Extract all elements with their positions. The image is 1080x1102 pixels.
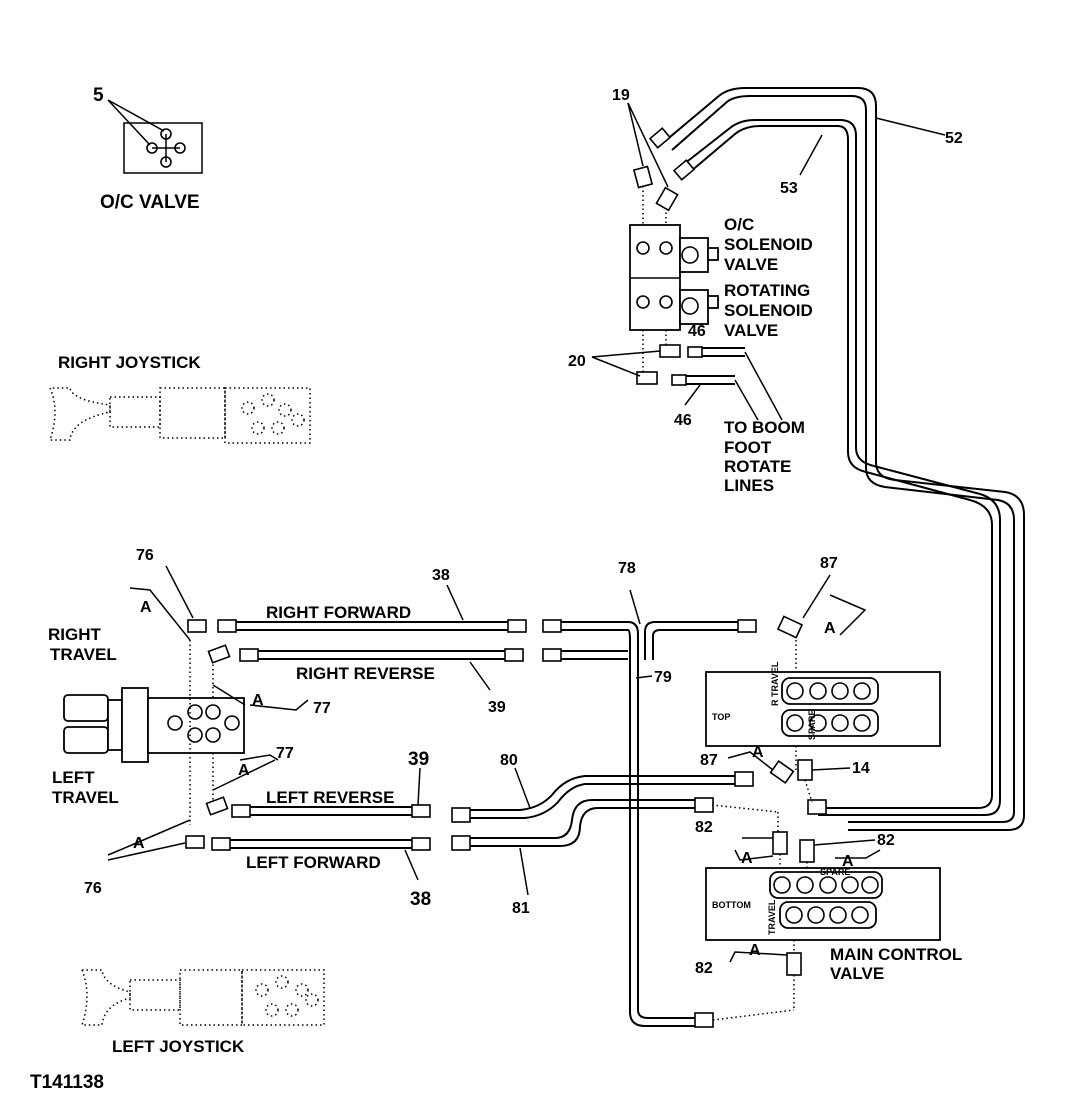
callout-77-top: 77 — [313, 700, 331, 717]
main-control-valve-bottom — [705, 867, 941, 941]
hose-39-left-reverse — [231, 767, 431, 818]
right-travel-line2: TRAVEL — [50, 645, 117, 664]
callout-46-top: 46 — [688, 323, 706, 340]
callout-39-top: 39 — [488, 699, 506, 716]
a-77-bottom: A — [238, 762, 250, 779]
callout-87-top: 87 — [820, 555, 838, 572]
hose-38-left-forward — [211, 837, 431, 881]
fittings-87-14 — [585, 751, 851, 815]
callout-77-bottom: 77 — [276, 745, 294, 762]
fittings-19 — [627, 102, 679, 225]
a-82-left: A — [741, 850, 753, 867]
right-forward-label: RIGHT FORWARD — [266, 603, 411, 622]
right-travel-line1: RIGHT — [48, 625, 102, 644]
callout-53: 53 — [780, 180, 798, 197]
callout-82-bottom: 82 — [695, 960, 713, 977]
callout-52: 52 — [945, 130, 963, 147]
a-76-top: A — [140, 599, 152, 616]
bottom-label: BOTTOM — [712, 900, 751, 910]
spare-label-bottom: SPARE — [820, 867, 850, 877]
fittings-82 — [712, 831, 881, 1021]
hose-39-right-reverse — [239, 648, 524, 691]
left-travel-line1: LEFT — [52, 768, 95, 787]
a-87-bottom: A — [752, 744, 764, 761]
left-travel-line2: TRAVEL — [52, 788, 119, 807]
oc-valve-label: O/C VALVE — [100, 192, 200, 213]
a-82-bottom: A — [749, 942, 761, 959]
callout-46-bottom: 46 — [674, 412, 692, 429]
callout-39-bottom: 39 — [408, 749, 429, 770]
travel-label: TRAVEL — [767, 899, 777, 935]
callout-82-left: 82 — [695, 819, 713, 836]
callout-38-top: 38 — [432, 567, 450, 584]
solenoid-valve-block — [629, 224, 719, 331]
figure-id: T141138 — [30, 1072, 104, 1093]
fittings-76-77 — [107, 565, 309, 861]
fittings-20 — [591, 330, 681, 385]
spare-label-top: SPARE — [807, 710, 817, 740]
callout-82-right: 82 — [877, 832, 895, 849]
callout-14: 14 — [852, 760, 870, 777]
main-control-valve-top — [705, 671, 941, 770]
fitting-87-top — [776, 574, 867, 672]
to-boom-line2: FOOT — [724, 438, 772, 457]
a-77-top: A — [252, 692, 264, 709]
callout-80: 80 — [500, 752, 518, 769]
callout-5: 5 — [93, 85, 104, 106]
callout-87-bottom: 87 — [700, 752, 718, 769]
callout-76-top: 76 — [136, 547, 154, 564]
callout-19: 19 — [612, 87, 630, 104]
callout-20: 20 — [568, 353, 586, 370]
oc-solenoid-line3: VALVE — [724, 255, 778, 274]
rotating-solenoid-line1: ROTATING — [724, 281, 810, 300]
hose-38-right-forward — [217, 584, 527, 633]
callout-76-bottom: 76 — [84, 880, 102, 897]
rotating-solenoid-line2: SOLENOID — [724, 301, 813, 320]
right-joystick-symbol — [48, 387, 311, 444]
hose-78 — [542, 589, 757, 1028]
rotating-solenoid-line3: VALVE — [724, 321, 778, 340]
a-82-right: A — [842, 853, 854, 870]
right-joystick-label: RIGHT JOYSTICK — [58, 353, 201, 372]
oc-solenoid-line2: SOLENOID — [724, 235, 813, 254]
main-control-line2: VALVE — [830, 964, 884, 983]
hose-52 — [648, 87, 1025, 831]
a-76-bottom: A — [133, 835, 145, 852]
left-reverse-label: LEFT REVERSE — [266, 788, 394, 807]
hose-79 — [542, 648, 653, 679]
to-boom-line4: LINES — [724, 476, 774, 495]
travel-pedal-valve — [63, 640, 245, 825]
hose-80 — [451, 767, 586, 823]
callout-38-bottom: 38 — [410, 889, 431, 910]
left-joystick-symbol — [80, 969, 325, 1026]
left-joystick-label: LEFT JOYSTICK — [112, 1037, 245, 1056]
to-boom-line3: ROTATE — [724, 457, 791, 476]
callout-81: 81 — [512, 900, 530, 917]
left-forward-label: LEFT FORWARD — [246, 853, 381, 872]
right-reverse-label: RIGHT REVERSE — [296, 664, 435, 683]
top-label: TOP — [712, 712, 730, 722]
callout-79: 79 — [654, 669, 672, 686]
hoses-46 — [671, 346, 783, 421]
oc-solenoid-line1: O/C — [724, 215, 754, 234]
hose-53 — [672, 119, 1001, 816]
r-travel-label: R TRAVEL — [770, 661, 780, 706]
main-control-line1: MAIN CONTROL — [830, 945, 962, 964]
callout-78: 78 — [618, 560, 636, 577]
oc-valve-symbol — [107, 99, 203, 174]
to-boom-line1: TO BOOM — [724, 418, 805, 437]
a-87-top: A — [824, 620, 836, 637]
hose-81 — [451, 797, 779, 896]
